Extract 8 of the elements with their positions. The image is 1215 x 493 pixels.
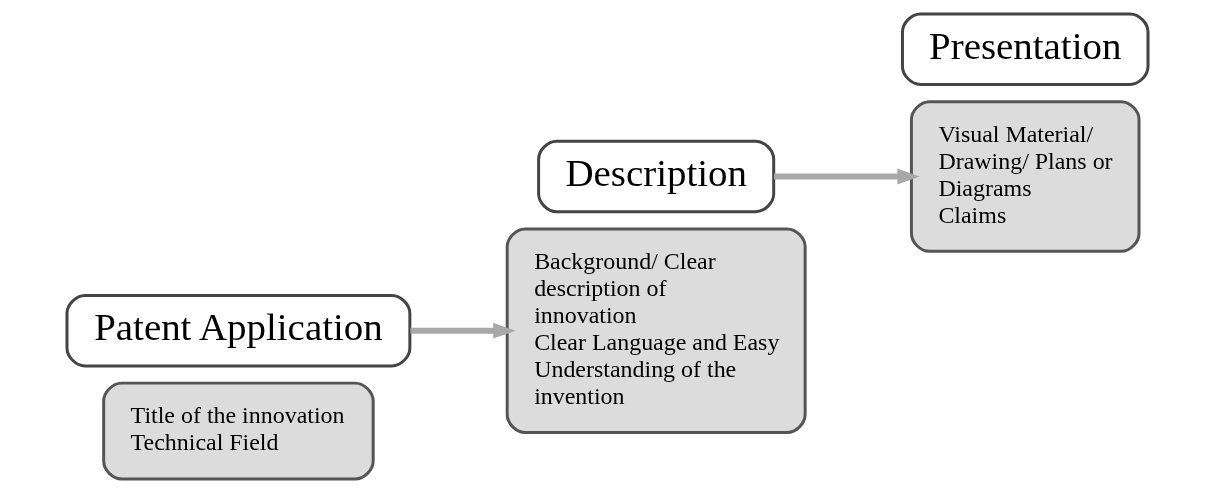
node-box: Description <box>537 139 776 214</box>
node-box: Patent Application <box>65 294 412 368</box>
node-box: Visual Material/ Drawing/ Plans or Diagrams Claims <box>909 100 1141 253</box>
arrow <box>410 322 516 339</box>
node-box: Background/ Clear description of innovation Clear Language and Easy Understanding of the invention <box>505 227 807 435</box>
node-box: Title of the innovation Technical Field <box>102 381 375 481</box>
arrow <box>774 168 920 185</box>
node-box: Presentation <box>900 12 1150 86</box>
